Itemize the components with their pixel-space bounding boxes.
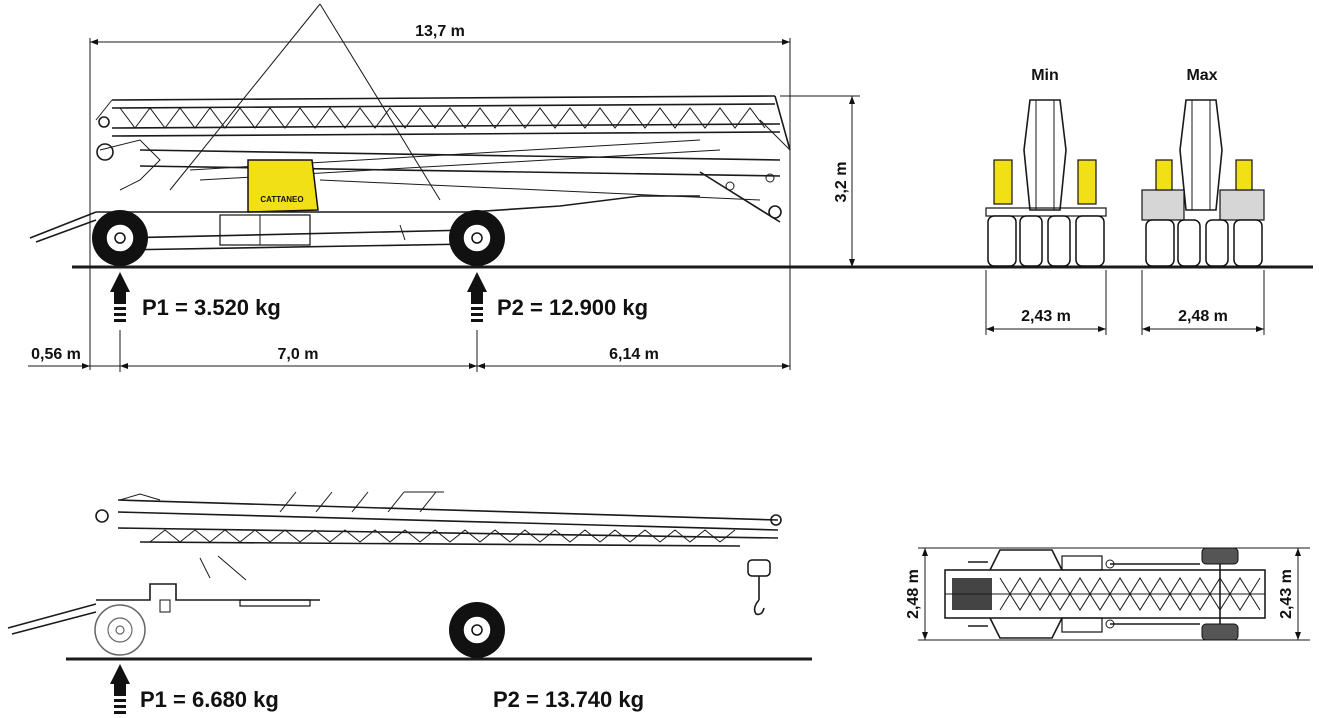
arrow-p2-top (467, 272, 487, 322)
side-view-transport: P1 = 6.680 kg P2 = 13.740 kg (7, 491, 812, 714)
max-ballast-left (1141, 189, 1185, 221)
jib-lattice (95, 95, 791, 151)
rear-overhang-label: 6,14 m (609, 346, 659, 363)
plan-width-left-label: 2,48 m (905, 569, 922, 619)
overall-length-label: 13,7 m (415, 23, 465, 40)
chassis (29, 195, 700, 251)
min-counterweight-left (993, 159, 1013, 205)
height-label: 3,2 m (833, 162, 850, 203)
front-view-max: Max 2,48 m (1141, 67, 1265, 335)
width-max-label: 2,48 m (1178, 308, 1228, 325)
front-wheel-bottom (94, 604, 146, 656)
cattaneo-logo: CATTANEO (260, 195, 303, 204)
arrow-p1-top (110, 272, 130, 322)
load-p2-transport: P2 = 13.740 kg (493, 687, 644, 712)
plan-width-right-label: 2,43 m (1278, 569, 1295, 619)
cattaneo-counterweight: CATTANEO (247, 159, 319, 213)
front-overhang-label: 0,56 m (31, 346, 81, 363)
width-max-title: Max (1186, 67, 1217, 84)
arrow-p1-bottom (110, 664, 130, 714)
rear-wheel-bottom (449, 602, 505, 658)
mast-section (96, 139, 782, 223)
rear-wheel-top (449, 210, 505, 266)
wheelbase-label: 7,0 m (278, 346, 319, 363)
width-min-title: Min (1031, 67, 1059, 84)
front-wheel-top (92, 210, 148, 266)
load-p1-transport: P1 = 6.680 kg (140, 687, 279, 712)
load-p1-working: P1 = 3.520 kg (142, 295, 281, 320)
plan-view: 2,48 m 2,43 m (905, 547, 1310, 641)
min-counterweight-right (1077, 159, 1097, 205)
side-view-working: 13,7 m 3,2 m (28, 3, 1313, 372)
width-min-label: 2,43 m (1021, 308, 1071, 325)
hook-block (747, 559, 771, 616)
front-view-min: Min 2,43 m (985, 67, 1107, 335)
load-p2-working: P2 = 12.900 kg (497, 295, 648, 320)
max-ballast-right (1219, 189, 1265, 221)
